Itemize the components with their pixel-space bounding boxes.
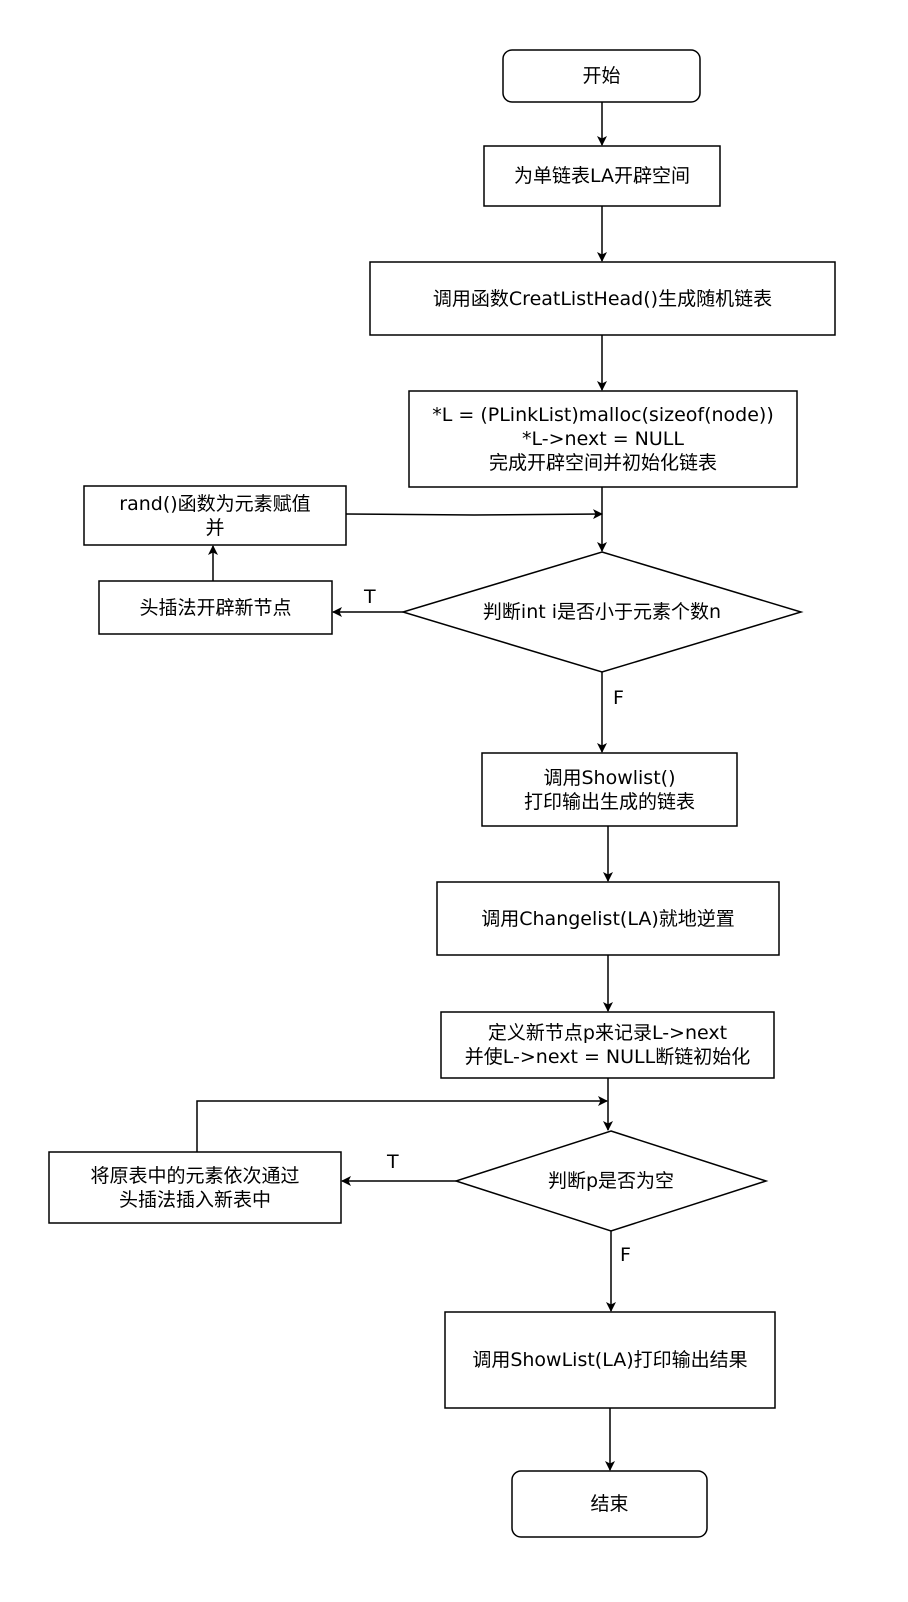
call-showlist-la-node: 调用ShowList(LA)打印输出结果 [445, 1312, 775, 1408]
define-p-node-shape [440, 1011, 775, 1079]
call-changelist-label: 调用Changelist(LA)就地逆置 [481, 907, 735, 930]
alloc-la-node: 为单链表LA开辟空间 [484, 146, 720, 206]
decision-i-label: 判断int i是否小于元素个数n [482, 601, 722, 623]
call-changelist-node: 调用Changelist(LA)就地逆置 [437, 882, 779, 955]
rand-assign-node: rand()函数为元素赋值 并 [84, 486, 346, 545]
alloc-la-label: 为单链表LA开辟空间 [513, 165, 691, 187]
edge-move-loop-back [196, 1096, 608, 1152]
define-p-node: 定义新节点p来记录L->next 并使L->next = NULL断链初始化 [441, 1012, 774, 1078]
end-label: 结束 [590, 1493, 629, 1515]
decision-i-node: 判断int i是否小于元素个数n [403, 552, 801, 672]
rand-assign-label: rand()函数为元素赋值 并 [119, 492, 311, 539]
decision-p-node: 判断p是否为空 [456, 1131, 766, 1231]
define-p-label: 定义新节点p来记录L->next 并使L->next = NULL断链初始化 [464, 1022, 751, 1068]
decision-p-true-label: T [387, 1151, 399, 1173]
head-insert-new-label: 头插法开辟新节点 [139, 596, 292, 619]
decision-i-true-label: T [364, 586, 376, 608]
start-node: 开始 [503, 50, 700, 102]
end-node: 结束 [512, 1471, 707, 1537]
alloc-la-node-shape [483, 145, 721, 207]
start-label: 开始 [582, 65, 621, 87]
edge-rand-loop-back [345, 509, 603, 520]
move-elements-label: 将原表中的元素依次通过 头插法插入新表中 [90, 1164, 300, 1211]
move-elements-node: 将原表中的元素依次通过 头插法插入新表中 [49, 1152, 341, 1223]
init-head-label: *L = (PLinkList)malloc(sizeof(node)) *L-… [432, 404, 774, 474]
call-create-node-shape [369, 261, 836, 336]
init-head-node-shape [408, 390, 798, 488]
call-changelist-node-shape [436, 881, 780, 956]
call-create-node: 调用函数CreatListHead()生成随机链表 [370, 262, 835, 335]
decision-p-label: 判断p是否为空 [547, 1170, 675, 1192]
call-showlist-node: 调用Showlist() 打印输出生成的链表 [482, 753, 737, 826]
call-create-label: 调用函数CreatListHead()生成随机链表 [432, 287, 773, 310]
call-showlist-node-shape [481, 752, 738, 827]
call-showlist-la-label: 调用ShowList(LA)打印输出结果 [472, 1349, 748, 1371]
call-showlist-label: 调用Showlist() 打印输出生成的链表 [523, 766, 695, 813]
call-showlist-la-node-shape [444, 1311, 776, 1409]
init-head-node: *L = (PLinkList)malloc(sizeof(node)) *L-… [409, 391, 797, 487]
end-node-shape [511, 1470, 708, 1538]
move-elements-node-shape [48, 1151, 342, 1224]
head-insert-new-node: 头插法开辟新节点 [99, 581, 332, 634]
head-insert-new-node-shape [98, 580, 333, 635]
decision-i-false-label: F [613, 687, 624, 709]
decision-p-false-label: F [620, 1244, 631, 1266]
